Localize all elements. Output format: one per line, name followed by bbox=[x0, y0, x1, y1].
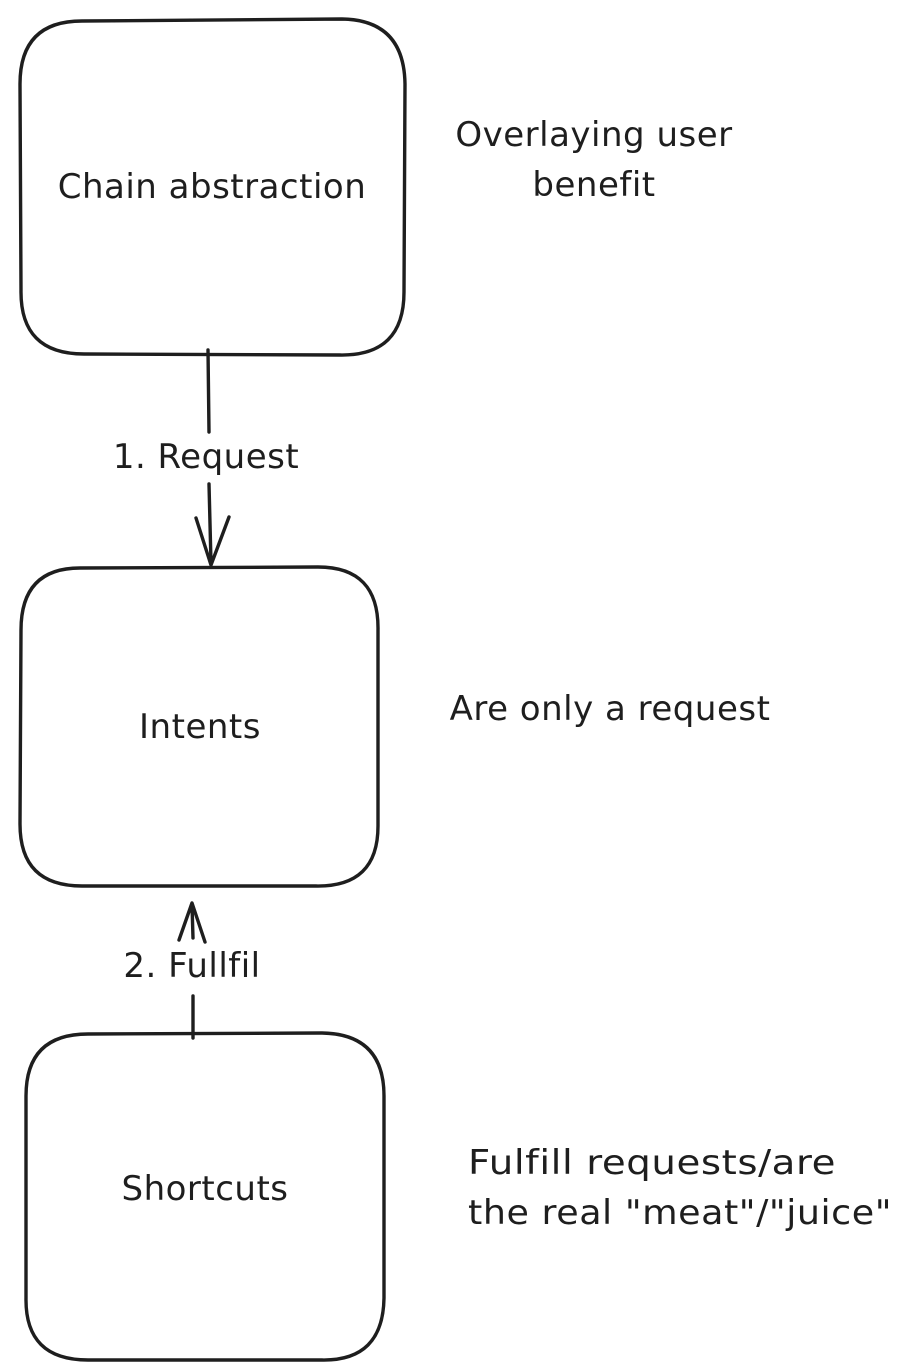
node-intents-label: Intents bbox=[139, 707, 261, 747]
edge-request-arrowhead bbox=[194, 515, 231, 567]
note-shortcuts: Fulfill requests/are the real "meat"/"ju… bbox=[468, 1143, 892, 1233]
node-chain-abstraction-label: Chain abstraction bbox=[58, 167, 367, 207]
note-shortcuts-line-2: the real "meat"/"juice" bbox=[468, 1193, 892, 1233]
node-intents-shape bbox=[18, 565, 380, 888]
node-intents[interactable]: Intents bbox=[18, 565, 380, 888]
note-chain-abstraction-line-1: Overlaying user bbox=[455, 115, 732, 155]
edge-fulfil-label: 2. Fullfil bbox=[123, 946, 260, 986]
edge-request-label: 1. Request bbox=[113, 437, 299, 477]
note-shortcuts-line-1: Fulfill requests/are bbox=[468, 1143, 836, 1183]
node-shortcuts-label: Shortcuts bbox=[121, 1169, 288, 1209]
edge-request[interactable]: 1. Request bbox=[113, 348, 299, 567]
note-chain-abstraction: Overlaying user benefit bbox=[455, 115, 732, 205]
edge-fulfil-line bbox=[190, 903, 195, 1040]
note-intents: Are only a request bbox=[450, 689, 771, 729]
node-shortcuts-shape bbox=[24, 1031, 386, 1362]
node-shortcuts[interactable]: Shortcuts bbox=[24, 1031, 386, 1362]
edge-request-line bbox=[206, 348, 213, 565]
node-chain-abstraction-shape bbox=[18, 17, 407, 357]
note-intents-line-1: Are only a request bbox=[450, 689, 771, 729]
edge-fulfil-arrowhead bbox=[177, 901, 207, 944]
edge-fulfil[interactable]: 2. Fullfil bbox=[123, 901, 260, 1040]
note-chain-abstraction-line-2: benefit bbox=[532, 165, 655, 205]
node-chain-abstraction[interactable]: Chain abstraction bbox=[18, 17, 407, 357]
